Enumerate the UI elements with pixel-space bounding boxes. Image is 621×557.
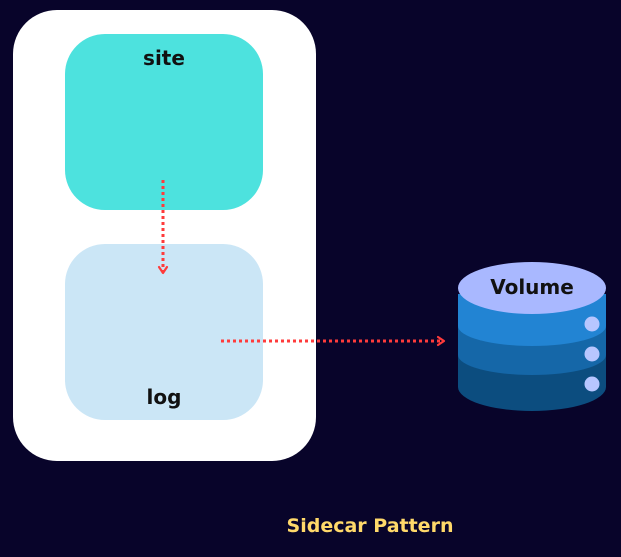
- diagram-caption: Sidecar Pattern: [286, 515, 454, 537]
- log-label: log: [146, 385, 182, 409]
- volume-database-icon: [458, 262, 606, 411]
- volume-label: Volume: [490, 275, 574, 299]
- site-label: site: [143, 46, 185, 70]
